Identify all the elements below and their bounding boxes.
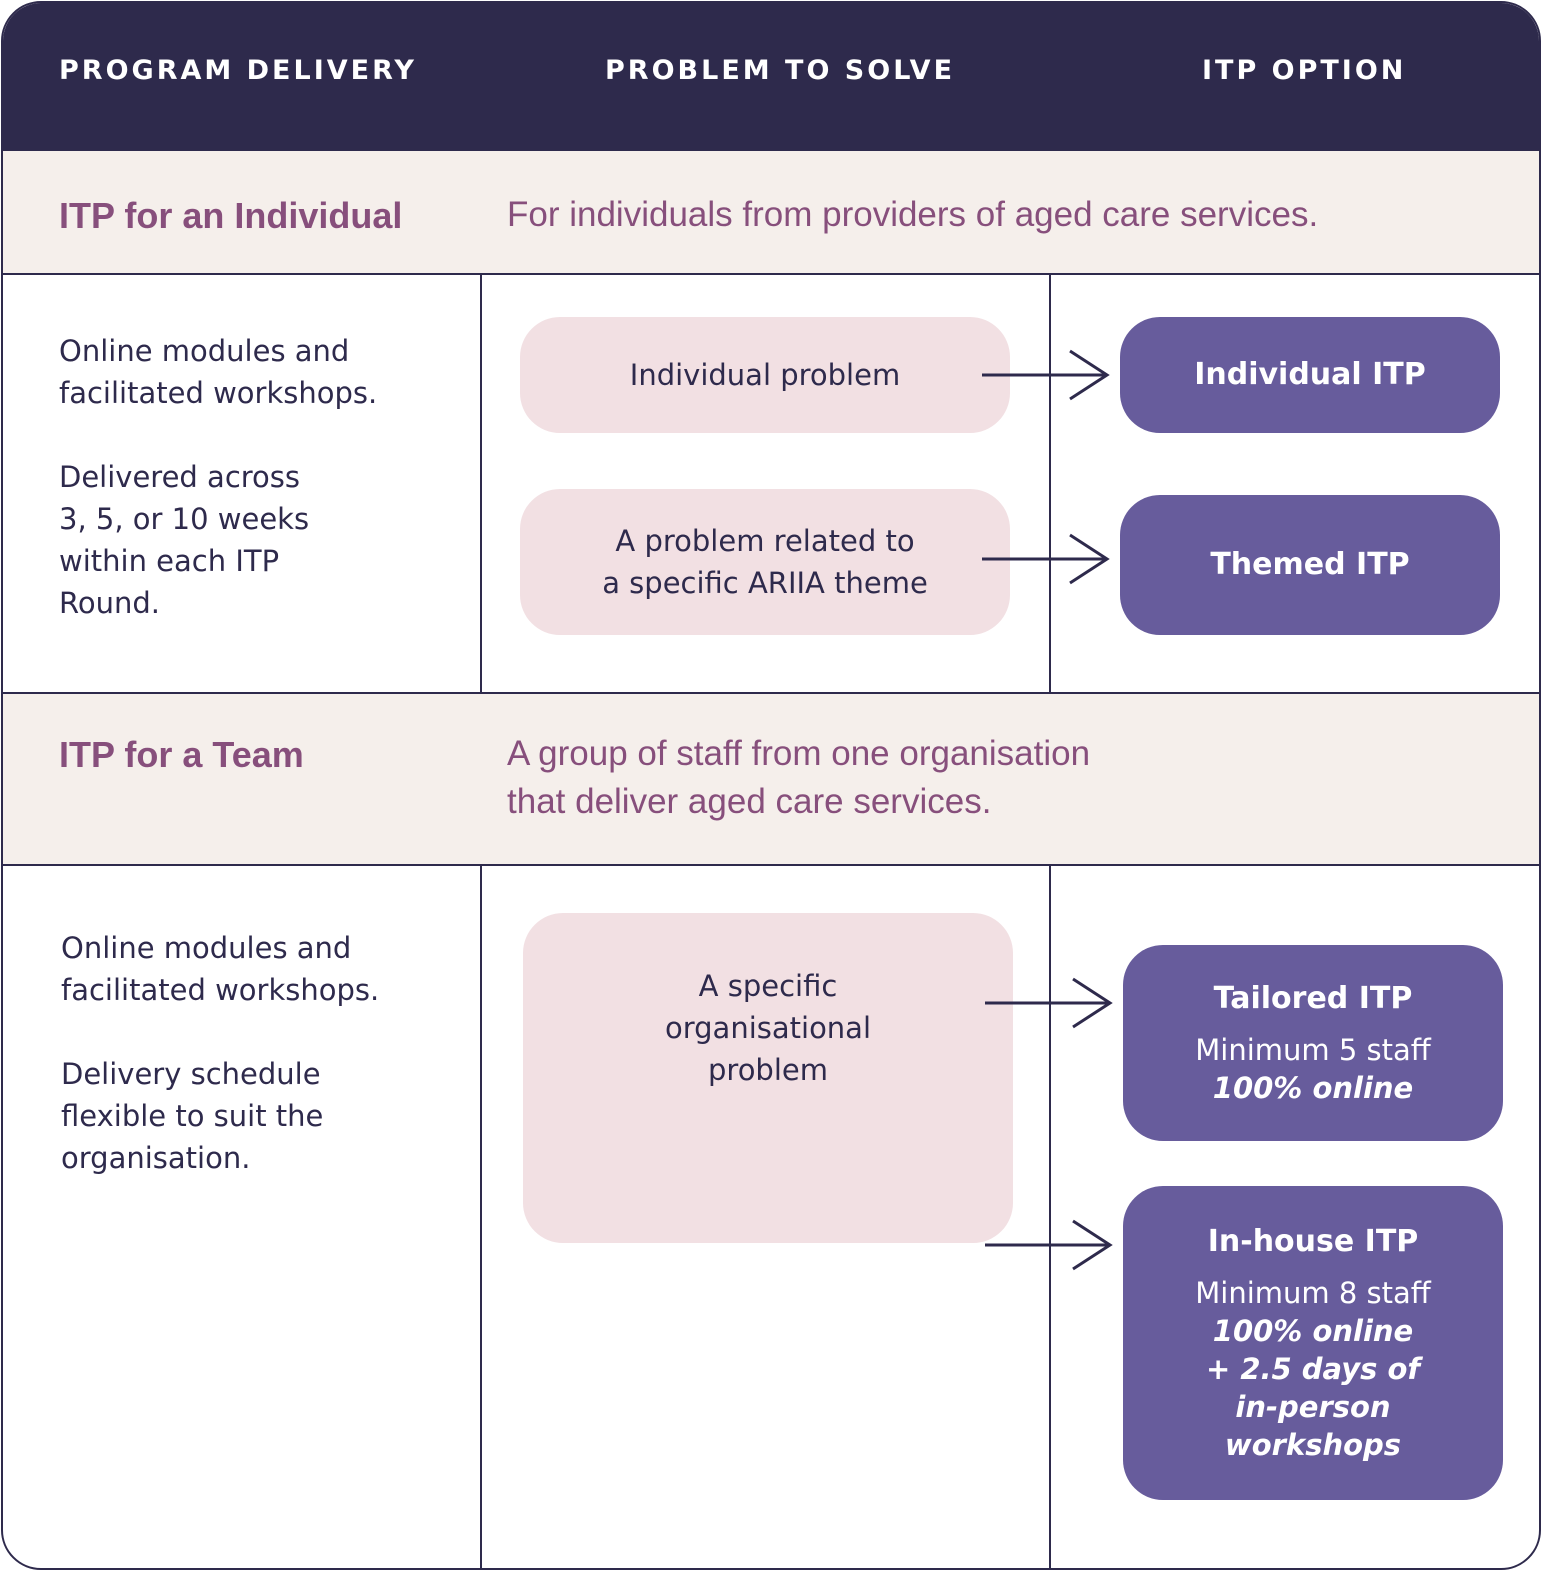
organisational-problem-box: A specific organisational problem bbox=[523, 913, 1013, 1243]
team-band: ITP for a Team A group of staff from one… bbox=[3, 692, 1539, 866]
text-line: 3, 5, or 10 weeks bbox=[59, 502, 310, 536]
text-line: a specific ARIIA theme bbox=[602, 566, 928, 600]
individual-itp-title: Individual ITP bbox=[1194, 357, 1426, 392]
text-line: + 2.5 days of bbox=[1205, 1352, 1421, 1386]
team-description: A group of staff from one organisation t… bbox=[507, 730, 1090, 826]
theme-problem-box: A problem related to a specific ARIIA th… bbox=[520, 489, 1010, 635]
text-line: flexible to suit the bbox=[61, 1099, 324, 1133]
text-line: A specific bbox=[698, 969, 838, 1003]
arrow-right-icon bbox=[982, 533, 1110, 585]
team-title: ITP for a Team bbox=[59, 734, 304, 775]
text-line: A problem related to bbox=[615, 524, 915, 558]
text-line: that deliver aged care services. bbox=[507, 782, 992, 821]
text-line: facilitated workshops. bbox=[59, 376, 378, 410]
text-line: problem bbox=[708, 1053, 828, 1087]
text-line: facilitated workshops. bbox=[61, 973, 380, 1007]
individual-title: ITP for an Individual bbox=[59, 195, 403, 236]
themed-itp-option: Themed ITP bbox=[1120, 495, 1500, 635]
header-itp-option: ITP OPTION bbox=[1202, 55, 1407, 86]
header-program-delivery: PROGRAM DELIVERY bbox=[59, 55, 417, 86]
text-line: within each ITP bbox=[59, 544, 280, 578]
individual-problem-box: Individual problem bbox=[520, 317, 1010, 433]
tailored-itp-mode: 100% online bbox=[1212, 1071, 1414, 1105]
text-line: workshops bbox=[1224, 1428, 1402, 1462]
inhouse-itp-staff: Minimum 8 staff bbox=[1195, 1276, 1431, 1310]
organisational-problem-label: A specific organisational problem bbox=[665, 965, 871, 1091]
text-line: Round. bbox=[59, 586, 160, 620]
team-delivery-para1: Online modules and facilitated workshops… bbox=[61, 927, 379, 1011]
text-line: Delivered across bbox=[59, 460, 301, 494]
tailored-itp-option: Tailored ITP Minimum 5 staff 100% online bbox=[1123, 945, 1503, 1141]
individual-delivery-para1: Online modules and facilitated workshops… bbox=[59, 330, 377, 414]
inhouse-itp-option: In-house ITP Minimum 8 staff 100% online… bbox=[1123, 1186, 1503, 1500]
inhouse-itp-mode: 100% online + 2.5 days of in-person work… bbox=[1206, 1312, 1420, 1464]
divider-line bbox=[1049, 866, 1051, 1568]
divider-line bbox=[480, 866, 482, 1568]
tailored-itp-staff: Minimum 5 staff bbox=[1195, 1033, 1431, 1067]
text-line: Delivery schedule bbox=[61, 1057, 321, 1091]
text-line: Online modules and bbox=[59, 334, 350, 368]
individual-band: ITP for an Individual For individuals fr… bbox=[3, 149, 1539, 275]
team-delivery-text: Online modules and facilitated workshops… bbox=[61, 927, 379, 1179]
text-line: 100% online bbox=[1212, 1314, 1414, 1348]
text-line: Online modules and bbox=[61, 931, 352, 965]
individual-delivery-para2: Delivered across 3, 5, or 10 weeks withi… bbox=[59, 456, 377, 624]
individual-itp-option: Individual ITP bbox=[1120, 317, 1500, 433]
arrow-right-icon bbox=[985, 1219, 1113, 1271]
divider-line bbox=[1049, 275, 1051, 693]
themed-itp-title: Themed ITP bbox=[1210, 547, 1410, 582]
individual-delivery-text: Online modules and facilitated workshops… bbox=[59, 330, 377, 624]
inhouse-itp-title: In-house ITP bbox=[1207, 1224, 1419, 1259]
text-line: in-person bbox=[1235, 1390, 1391, 1424]
team-delivery-para2: Delivery schedule flexible to suit the o… bbox=[61, 1053, 379, 1179]
individual-description: For individuals from providers of aged c… bbox=[507, 195, 1319, 234]
theme-problem-label: A problem related to a specific ARIIA th… bbox=[602, 520, 928, 604]
text-line: A group of staff from one organisation bbox=[507, 734, 1091, 773]
arrow-right-icon bbox=[982, 349, 1110, 401]
table-header: PROGRAM DELIVERY PROBLEM TO SOLVE ITP OP… bbox=[3, 3, 1539, 149]
arrow-right-icon bbox=[985, 977, 1113, 1029]
divider-line bbox=[480, 275, 482, 693]
tailored-itp-title: Tailored ITP bbox=[1213, 981, 1413, 1016]
header-problem-to-solve: PROBLEM TO SOLVE bbox=[605, 55, 956, 86]
text-line: organisation. bbox=[61, 1141, 251, 1175]
text-line: organisational bbox=[664, 1011, 872, 1045]
individual-problem-label: Individual problem bbox=[629, 358, 901, 392]
